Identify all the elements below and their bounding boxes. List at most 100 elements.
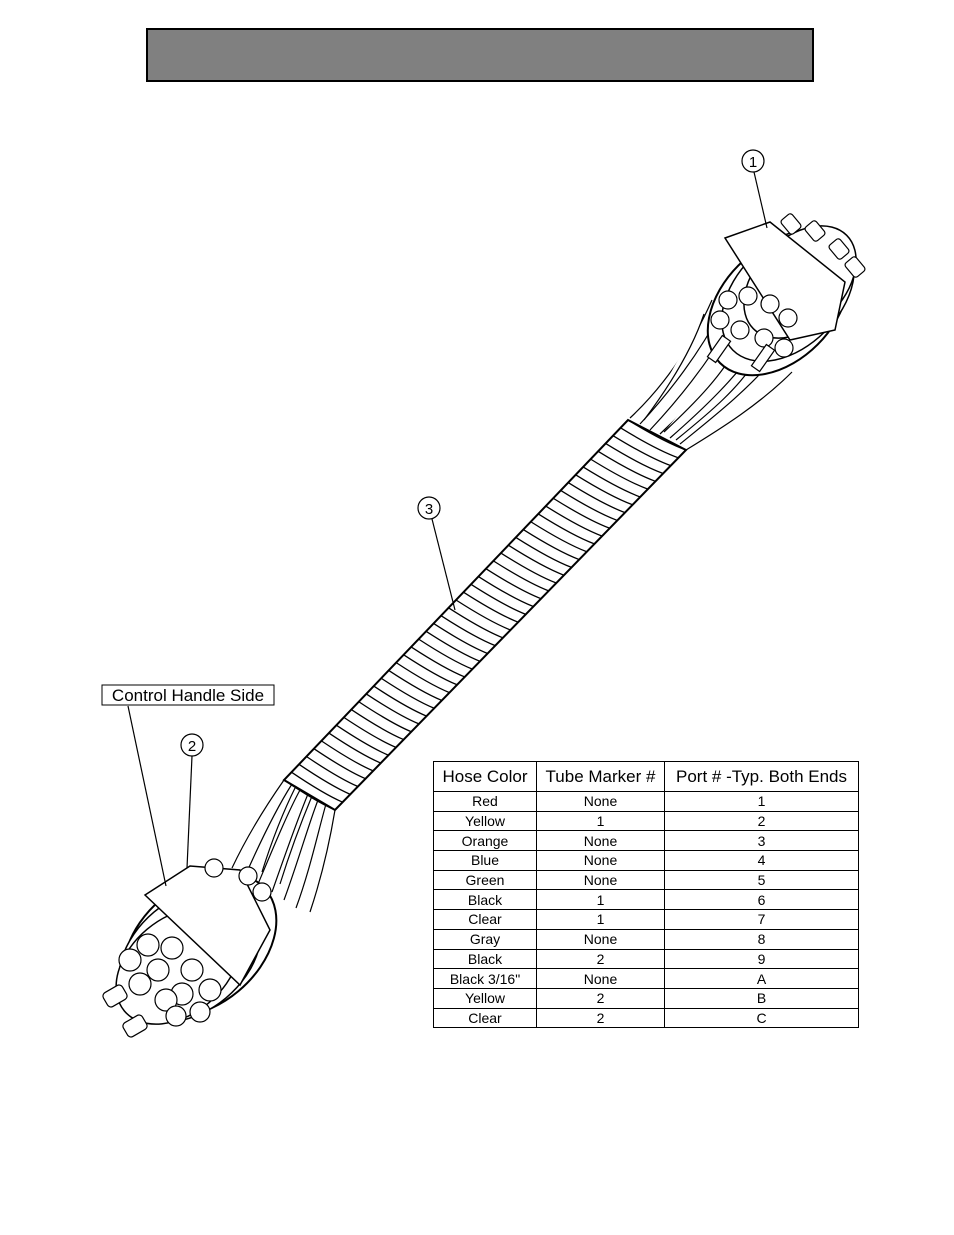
cell-tube-marker: None bbox=[536, 830, 665, 852]
conduit-rib bbox=[335, 724, 389, 756]
conduit-rib bbox=[620, 427, 679, 459]
conduit-rib bbox=[575, 474, 633, 506]
cell-hose-color: Orange bbox=[433, 830, 537, 852]
conduit-rib bbox=[582, 466, 641, 498]
conduit-rib bbox=[485, 568, 542, 600]
conduit-rib bbox=[410, 646, 465, 678]
table-header-row: Hose Color Tube Marker # Port # -Typ. Bo… bbox=[433, 761, 859, 792]
conduit-rib bbox=[508, 544, 565, 576]
cell-hose-color: Black bbox=[433, 948, 537, 970]
cell-tube-marker: None bbox=[536, 968, 665, 989]
conduit-rib bbox=[373, 685, 427, 717]
conduit-rib bbox=[291, 771, 343, 803]
cell-hose-color: Gray bbox=[433, 928, 537, 950]
upper-bulkhead-fitting bbox=[706, 213, 866, 377]
cell-tube-marker: None bbox=[536, 791, 665, 812]
cell-port-number: 2 bbox=[664, 810, 859, 832]
cell-hose-color: Yellow bbox=[433, 810, 537, 832]
cell-port-number: C bbox=[664, 1007, 859, 1029]
header-tube-marker: Tube Marker # bbox=[536, 761, 665, 792]
conduit-rib bbox=[343, 716, 397, 748]
conduit-rib bbox=[590, 458, 649, 490]
svg-text:3: 3 bbox=[425, 501, 433, 518]
conduit-rib bbox=[358, 701, 412, 733]
conduit-rib bbox=[313, 748, 366, 780]
conduit-rib bbox=[298, 763, 351, 795]
svg-text:1: 1 bbox=[749, 154, 757, 171]
conduit-rib bbox=[425, 630, 481, 662]
title-bar bbox=[146, 28, 814, 82]
cell-port-number: 4 bbox=[664, 850, 859, 871]
hose-color-table: Hose Color Tube Marker # Port # -Typ. Bo… bbox=[433, 761, 859, 1029]
conduit-rib bbox=[530, 521, 588, 553]
cell-hose-color: Blue bbox=[433, 850, 537, 871]
cell-tube-marker: None bbox=[536, 928, 665, 950]
cell-port-number: 5 bbox=[664, 869, 859, 891]
cell-hose-color: Green bbox=[433, 869, 537, 891]
header-port-number: Port # -Typ. Both Ends bbox=[664, 761, 859, 792]
conduit-rib bbox=[455, 599, 511, 631]
conduit-rib bbox=[403, 654, 458, 686]
cell-hose-color: Clear bbox=[433, 909, 537, 930]
lower-bulkhead-fitting bbox=[102, 858, 278, 1038]
conduit-rib bbox=[448, 607, 504, 639]
conduit-rib bbox=[365, 693, 420, 725]
callout-1: 1 bbox=[741, 149, 768, 229]
callout-3: 3 bbox=[417, 496, 456, 611]
cell-port-number: 6 bbox=[664, 889, 859, 911]
conduit-rib bbox=[612, 435, 671, 467]
conduit-rib bbox=[478, 575, 534, 608]
cell-port-number: 3 bbox=[664, 830, 859, 852]
cell-tube-marker: 2 bbox=[536, 987, 665, 1009]
conduit-rib bbox=[306, 755, 359, 788]
conduit-rib bbox=[597, 450, 656, 482]
conduit-rib bbox=[463, 591, 519, 623]
svg-text:2: 2 bbox=[188, 738, 196, 755]
cell-tube-marker: 1 bbox=[536, 909, 665, 930]
conduit-rib bbox=[433, 622, 488, 655]
cell-tube-marker: 2 bbox=[536, 948, 665, 970]
conduit-rib bbox=[493, 560, 549, 592]
cell-hose-color: Black 3/16" bbox=[433, 968, 537, 989]
conduit-rib bbox=[567, 482, 626, 514]
cell-port-number: 8 bbox=[664, 928, 859, 950]
conduit-rib bbox=[350, 709, 404, 741]
conduit-rib bbox=[552, 497, 610, 529]
cell-hose-color: Black bbox=[433, 889, 537, 911]
conduit-rib bbox=[380, 677, 435, 709]
cell-tube-marker: 1 bbox=[536, 810, 665, 832]
conduit-rib bbox=[522, 529, 580, 561]
cell-hose-color: Yellow bbox=[433, 987, 537, 1009]
conduit-rib bbox=[560, 489, 618, 522]
corrugated-conduit bbox=[282, 418, 688, 812]
conduit-rib bbox=[470, 583, 526, 615]
conduit-rib bbox=[440, 615, 496, 647]
cell-tube-marker: 1 bbox=[536, 889, 665, 911]
conduit-rib bbox=[283, 779, 336, 811]
cell-port-number: A bbox=[664, 968, 859, 989]
cell-hose-color: Clear bbox=[433, 1007, 537, 1029]
cell-port-number: 1 bbox=[664, 791, 859, 812]
control-handle-side-label: Control Handle Side bbox=[101, 684, 275, 887]
svg-text:Control Handle Side: Control Handle Side bbox=[112, 686, 264, 705]
cell-hose-color: Red bbox=[433, 791, 537, 812]
conduit-rib bbox=[328, 732, 382, 764]
header-hose-color: Hose Color bbox=[433, 761, 537, 792]
callout-2: 2 bbox=[180, 733, 204, 869]
cell-port-number: B bbox=[664, 987, 859, 1009]
conduit-rib bbox=[395, 662, 450, 694]
conduit-rib bbox=[515, 536, 572, 568]
conduit-rib bbox=[321, 740, 374, 772]
